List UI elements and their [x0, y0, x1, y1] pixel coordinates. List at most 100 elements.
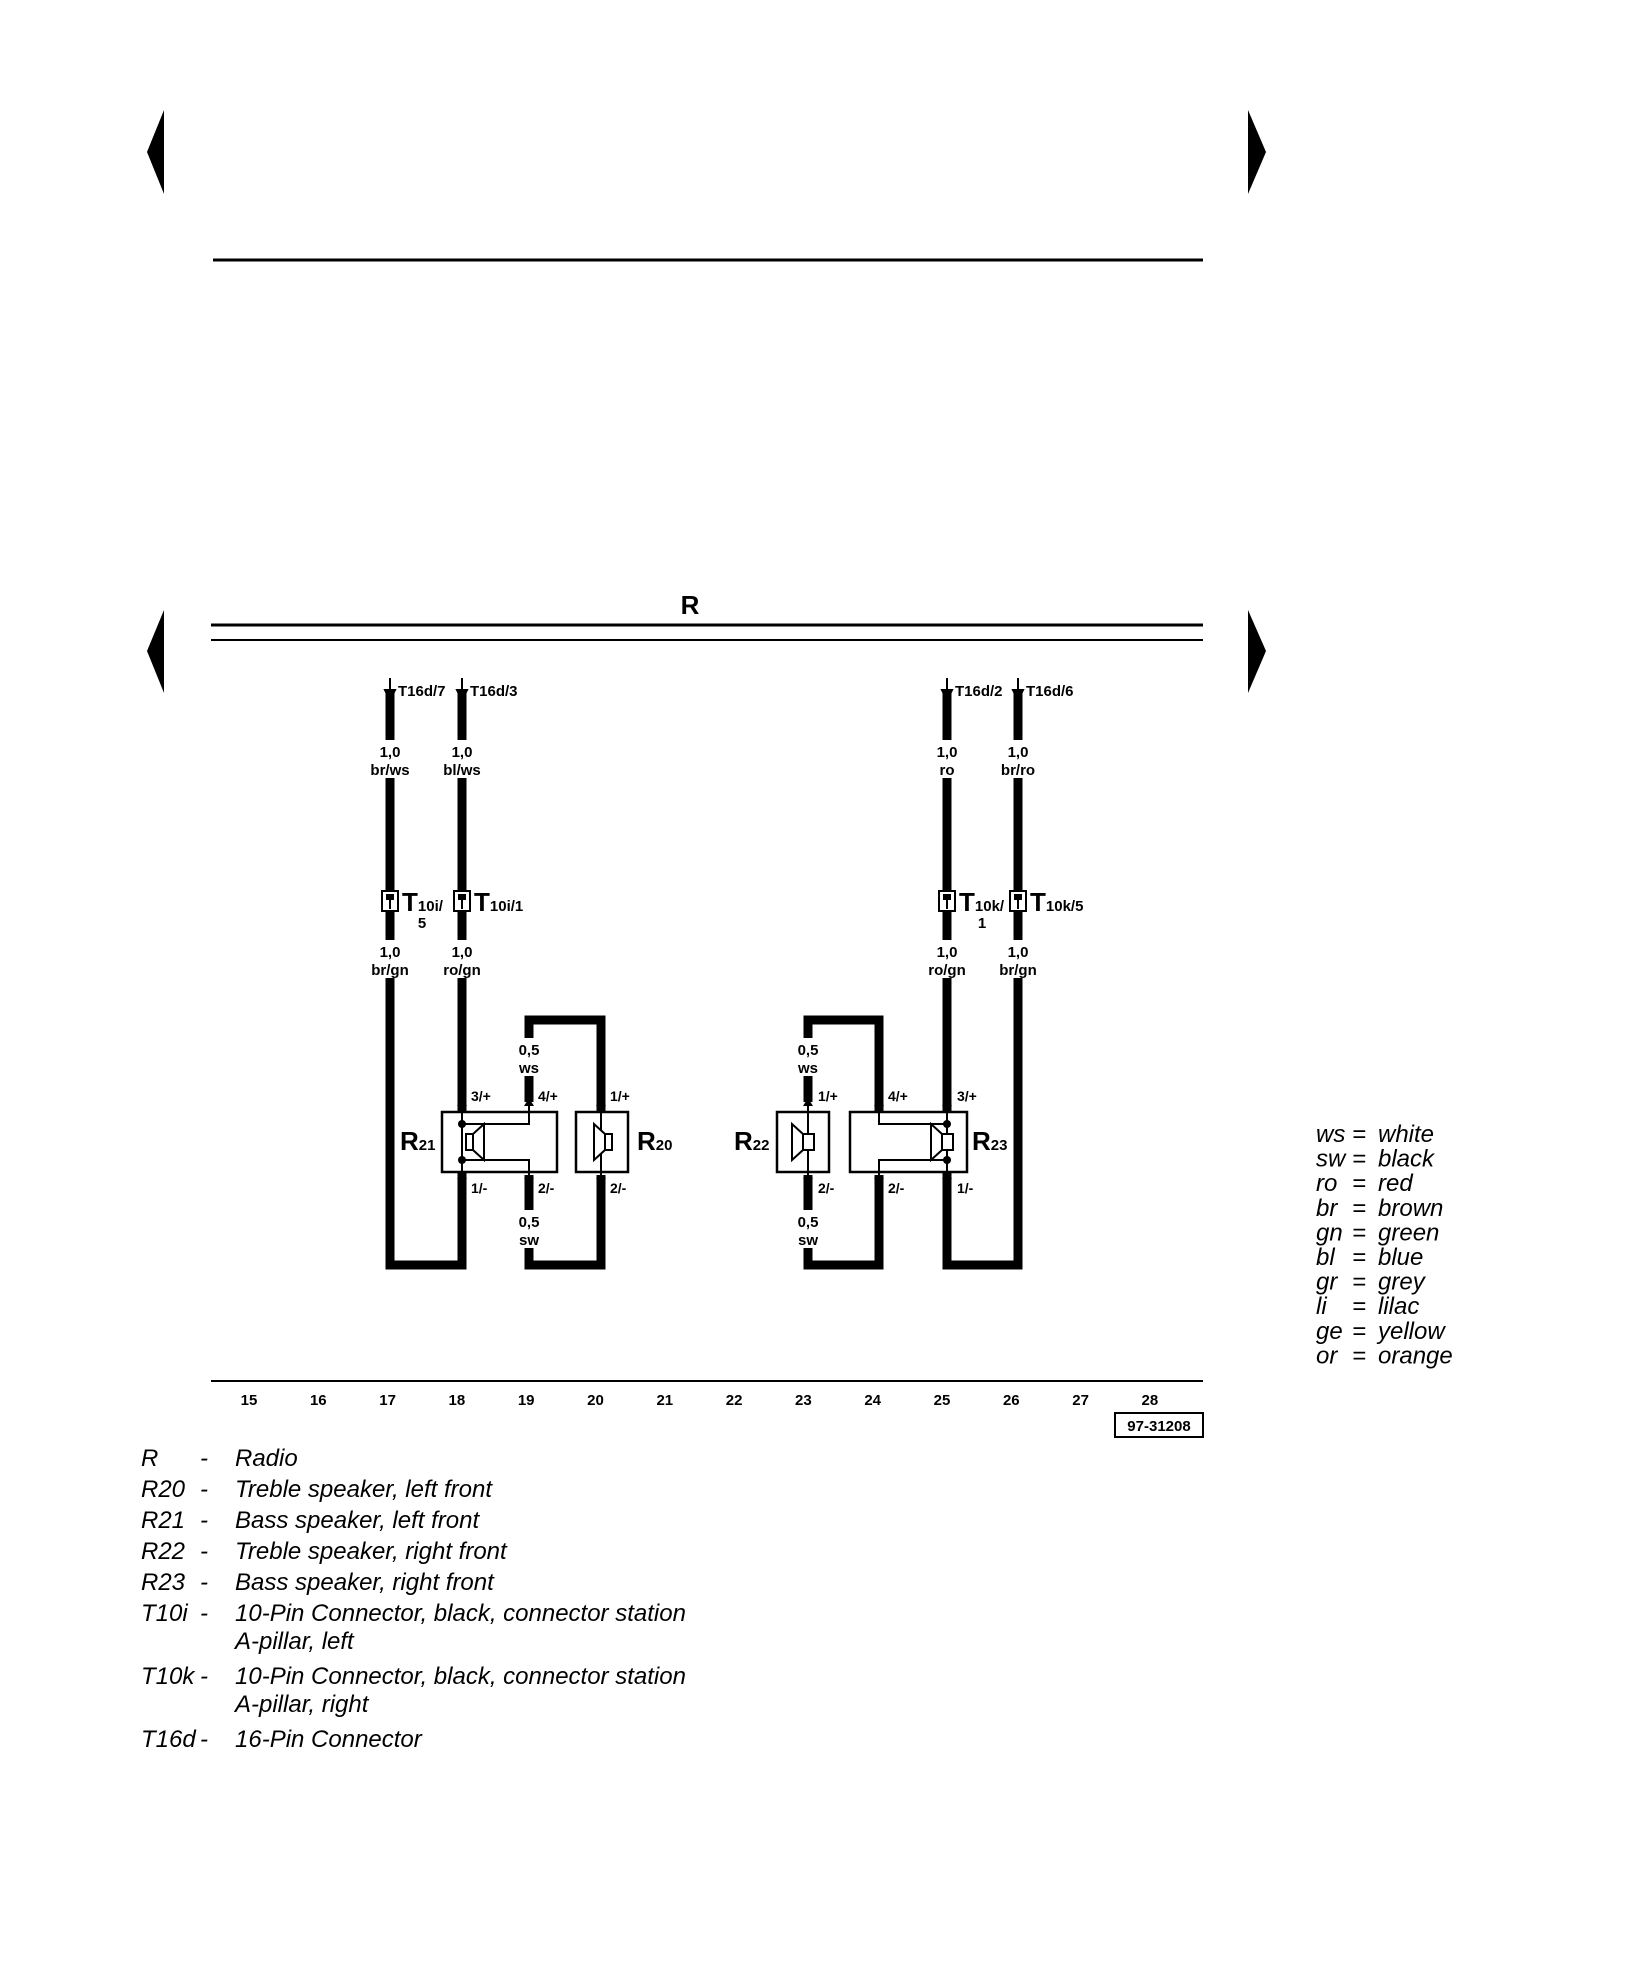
- connector-t16d-2: T16d/2: [955, 683, 1003, 700]
- next-page-arrow-top[interactable]: [1248, 110, 1266, 194]
- legend-description: A-pillar, left: [233, 1628, 355, 1655]
- wire-26-bot-size: 1,0: [1008, 944, 1029, 961]
- legend-dash: -: [200, 1476, 208, 1503]
- color-legend-eq: =: [1352, 1170, 1366, 1197]
- r21-pin-4plus: 4/+: [538, 1088, 558, 1104]
- wire-23-bot-size: 0,5: [798, 1214, 819, 1231]
- wire-25-bot-color: ro/gn: [928, 962, 966, 979]
- track-number-22: 22: [726, 1392, 743, 1409]
- color-legend-eq: =: [1352, 1195, 1366, 1222]
- color-legend-abbr: ws: [1316, 1121, 1345, 1148]
- legend-code: R22: [141, 1538, 185, 1565]
- wire-25-top-size: 1,0: [937, 744, 958, 761]
- connector-t10i-5: T10i/: [402, 887, 444, 917]
- color-legend-eq: =: [1352, 1342, 1366, 1369]
- wire-19-bot-color: sw: [519, 1232, 539, 1249]
- legend-code: T10k: [141, 1663, 196, 1690]
- track-number-25: 25: [934, 1392, 951, 1409]
- connector-t10i-1: T10i/1: [474, 887, 523, 917]
- connector-t10k-5: T10k/5: [1030, 887, 1083, 917]
- legend-dash: -: [200, 1663, 208, 1690]
- color-legend-name: black: [1378, 1146, 1436, 1173]
- color-legend-abbr: gr: [1316, 1269, 1338, 1296]
- legend-dash: -: [200, 1445, 208, 1472]
- wire-17-top-size: 1,0: [380, 744, 401, 761]
- r23-pin-4plus: 4/+: [888, 1088, 908, 1104]
- track-number-15: 15: [241, 1392, 258, 1409]
- wire-23-top-color: ws: [797, 1060, 818, 1077]
- r20-pin-2minus: 2/-: [610, 1180, 627, 1196]
- color-legend-abbr: br: [1316, 1195, 1338, 1222]
- color-legend-eq: =: [1352, 1293, 1366, 1320]
- legend-dash: -: [200, 1726, 208, 1753]
- connector-t10i-5-pin: 5: [418, 915, 426, 932]
- connector-t16d-3: T16d/3: [470, 683, 518, 700]
- track-number-19: 19: [518, 1392, 535, 1409]
- prev-page-arrow-top[interactable]: [147, 110, 164, 194]
- color-legend-eq: =: [1352, 1219, 1366, 1246]
- r23-pin-3plus: 3/+: [957, 1088, 977, 1104]
- legend-code: R23: [141, 1569, 186, 1596]
- track-number-28: 28: [1142, 1392, 1159, 1409]
- wire-18-top-color: bl/ws: [443, 762, 481, 779]
- r22-pin-1plus: 1/+: [818, 1088, 838, 1104]
- track-number-26: 26: [1003, 1392, 1020, 1409]
- legend-description: Treble speaker, left front: [235, 1476, 493, 1503]
- wire-18-top-size: 1,0: [452, 744, 473, 761]
- color-legend-abbr: li: [1316, 1293, 1327, 1320]
- track-number-20: 20: [587, 1392, 604, 1409]
- wire-19-bot-size: 0,5: [519, 1214, 540, 1231]
- color-legend-eq: =: [1352, 1146, 1366, 1173]
- track-number-18: 18: [449, 1392, 466, 1409]
- color-legend-abbr: ge: [1316, 1318, 1343, 1345]
- color-legend-eq: =: [1352, 1244, 1366, 1271]
- prev-page-arrow-bottom[interactable]: [147, 610, 164, 693]
- color-legend-abbr: gn: [1316, 1219, 1343, 1246]
- color-legend-name: orange: [1378, 1342, 1453, 1369]
- r22-pin-2minus: 2/-: [818, 1180, 835, 1196]
- color-legend-name: green: [1378, 1219, 1439, 1246]
- connector-t16d-7: T16d/7: [398, 683, 446, 700]
- legend-code: T16d: [141, 1726, 196, 1753]
- legend-description: A-pillar, right: [233, 1691, 370, 1718]
- wire-18-bot-size: 1,0: [452, 944, 473, 961]
- legend-description: Treble speaker, right front: [235, 1538, 508, 1565]
- wire-17-bot-size: 1,0: [380, 944, 401, 961]
- color-legend-name: blue: [1378, 1244, 1423, 1271]
- r23-pin-2minus: 2/-: [888, 1180, 905, 1196]
- color-legend-eq: =: [1352, 1269, 1366, 1296]
- wire-25-bot-size: 1,0: [937, 944, 958, 961]
- wire-23-bot-color: sw: [798, 1232, 818, 1249]
- wire-19-top-color: ws: [518, 1060, 539, 1077]
- wire-26-top-color: br/ro: [1001, 762, 1035, 779]
- connector-t10k-1: T10k/: [959, 887, 1005, 917]
- track-number-21: 21: [656, 1392, 673, 1409]
- track-number-27: 27: [1072, 1392, 1089, 1409]
- speaker-r21-label: R21: [400, 1126, 435, 1156]
- legend-description: 10-Pin Connector, black, connector stati…: [235, 1663, 686, 1690]
- r21-pin-3plus: 3/+: [471, 1088, 491, 1104]
- wire-26-top-size: 1,0: [1008, 744, 1029, 761]
- speaker-r20-label: R20: [637, 1126, 672, 1156]
- diagram-id: 97-31208: [1127, 1418, 1190, 1435]
- wire-19-top-size: 0,5: [519, 1042, 540, 1059]
- legend-dash: -: [200, 1600, 208, 1627]
- speaker-r23: [848, 1098, 969, 1186]
- color-legend-name: grey: [1378, 1269, 1427, 1296]
- speaker-r22-label: R22: [734, 1126, 769, 1156]
- color-legend-abbr: sw: [1316, 1146, 1347, 1173]
- speaker-r21: [440, 1098, 559, 1186]
- color-legend-name: red: [1378, 1170, 1413, 1197]
- track-number-23: 23: [795, 1392, 812, 1409]
- next-page-arrow-bottom[interactable]: [1248, 610, 1266, 693]
- color-legend: ws=whitesw=blackro=redbr=browngn=greenbl…: [1316, 1121, 1453, 1369]
- r23-pin-1minus: 1/-: [957, 1180, 974, 1196]
- color-legend-name: yellow: [1376, 1318, 1446, 1345]
- color-legend-name: white: [1378, 1121, 1434, 1148]
- legend-description: Radio: [235, 1445, 298, 1472]
- color-legend-name: brown: [1378, 1195, 1443, 1222]
- wire-18-bot-color: ro/gn: [443, 962, 481, 979]
- color-legend-abbr: bl: [1316, 1244, 1335, 1271]
